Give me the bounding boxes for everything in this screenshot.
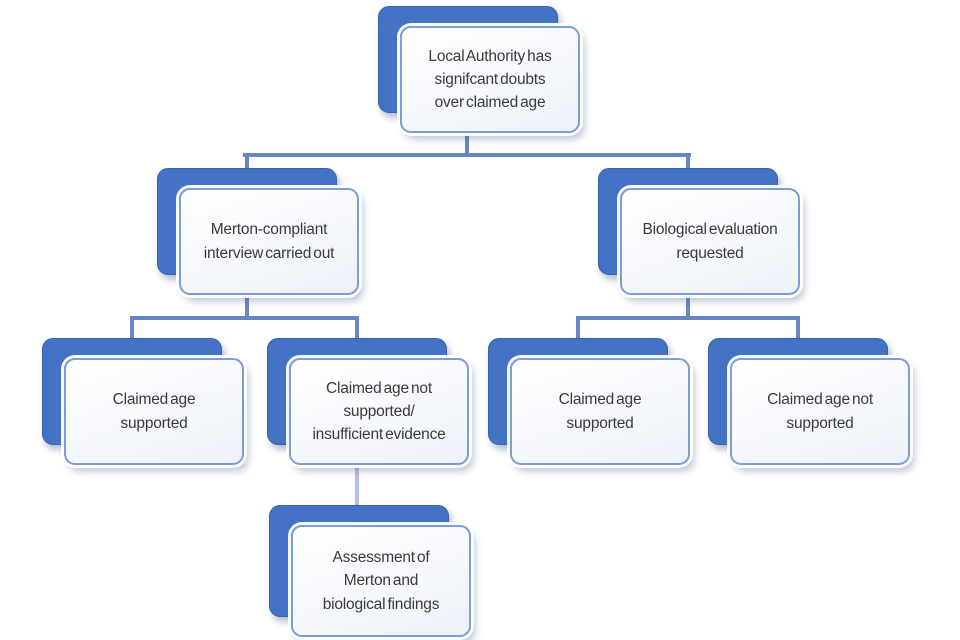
connector-biological-drop bbox=[686, 153, 690, 171]
node-text-box: Local Authority has signifcant doubts ov… bbox=[400, 26, 580, 133]
connector-bio-supported-drop bbox=[576, 316, 580, 340]
node-text-box: Claimed age supported bbox=[510, 358, 690, 465]
flowchart-node-merton: Merton-compliant interview carried out bbox=[157, 168, 359, 295]
connector-assessment-stem bbox=[355, 466, 359, 507]
node-label: Claimed age not supported bbox=[767, 391, 873, 432]
connector-merton-supported-drop bbox=[130, 316, 134, 340]
node-text-box: Assessment of Merton and biological find… bbox=[291, 525, 471, 637]
node-text-box: Merton-compliant interview carried out bbox=[179, 188, 359, 295]
connector-merton-stem bbox=[245, 295, 249, 320]
flowchart-node-assessment: Assessment of Merton and biological find… bbox=[269, 505, 471, 637]
node-label: Biological evaluation requested bbox=[642, 221, 778, 262]
connector-merton-not-supported-drop bbox=[355, 316, 359, 340]
connector-biological-stem bbox=[686, 295, 690, 320]
flowchart-node-merton-not-supported: Claimed age not supported/ insufficient … bbox=[267, 338, 469, 465]
connector-merton-drop bbox=[245, 153, 249, 171]
node-text-box: Claimed age supported bbox=[64, 358, 244, 465]
node-text-box: Biological evaluation requested bbox=[620, 188, 800, 295]
node-label: Claimed age supported bbox=[112, 391, 196, 432]
connector-merton-children-horizontal bbox=[130, 316, 359, 320]
flowchart-node-merton-supported: Claimed age supported bbox=[42, 338, 244, 465]
flowchart-node-bio-supported: Claimed age supported bbox=[488, 338, 690, 465]
node-label: Claimed age supported bbox=[558, 391, 642, 432]
node-text-box: Claimed age not supported/ insufficient … bbox=[289, 358, 469, 465]
node-label: Merton-compliant interview carried out bbox=[203, 221, 335, 262]
connector-bio-not-supported-drop bbox=[796, 316, 800, 340]
flowchart-node-biological: Biological evaluation requested bbox=[598, 168, 800, 295]
connector-biological-children-horizontal bbox=[576, 316, 800, 320]
connector-root-stem bbox=[465, 131, 469, 157]
node-label: Local Authority has signifcant doubts ov… bbox=[428, 47, 552, 112]
flowchart-node-root: Local Authority has signifcant doubts ov… bbox=[378, 6, 580, 133]
node-label: Claimed age not supported/ insufficient … bbox=[312, 379, 446, 444]
node-label: Assessment of Merton and biological find… bbox=[322, 549, 440, 613]
node-text-box: Claimed age not supported bbox=[730, 358, 910, 465]
flowchart-node-bio-not-supported: Claimed age not supported bbox=[708, 338, 910, 465]
connector-level2-horizontal bbox=[243, 153, 691, 157]
